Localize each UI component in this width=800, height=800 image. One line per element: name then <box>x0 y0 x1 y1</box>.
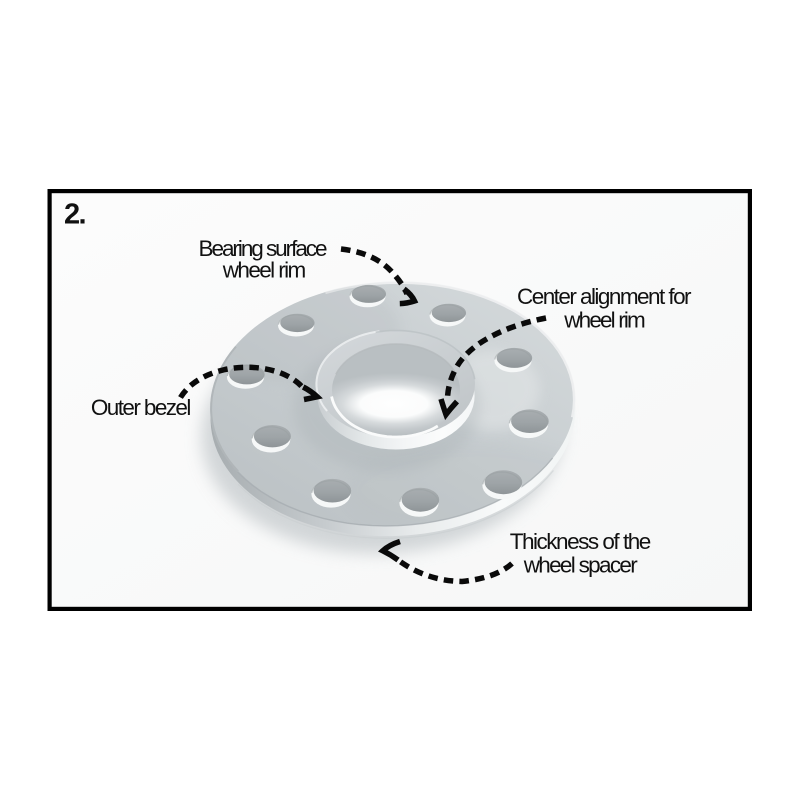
svg-text:2.: 2. <box>64 199 87 231</box>
svg-text:Outer bezel: Outer bezel <box>91 395 192 420</box>
svg-text:wheel rim: wheel rim <box>563 308 646 333</box>
svg-text:wheel spacer: wheel spacer <box>523 552 639 577</box>
svg-text:Center alignment for: Center alignment for <box>517 284 692 309</box>
svg-text:wheel rim: wheel rim <box>222 258 307 283</box>
svg-text:Thickness of the: Thickness of the <box>510 529 652 554</box>
svg-text:Bearing surface: Bearing surface <box>199 236 328 261</box>
